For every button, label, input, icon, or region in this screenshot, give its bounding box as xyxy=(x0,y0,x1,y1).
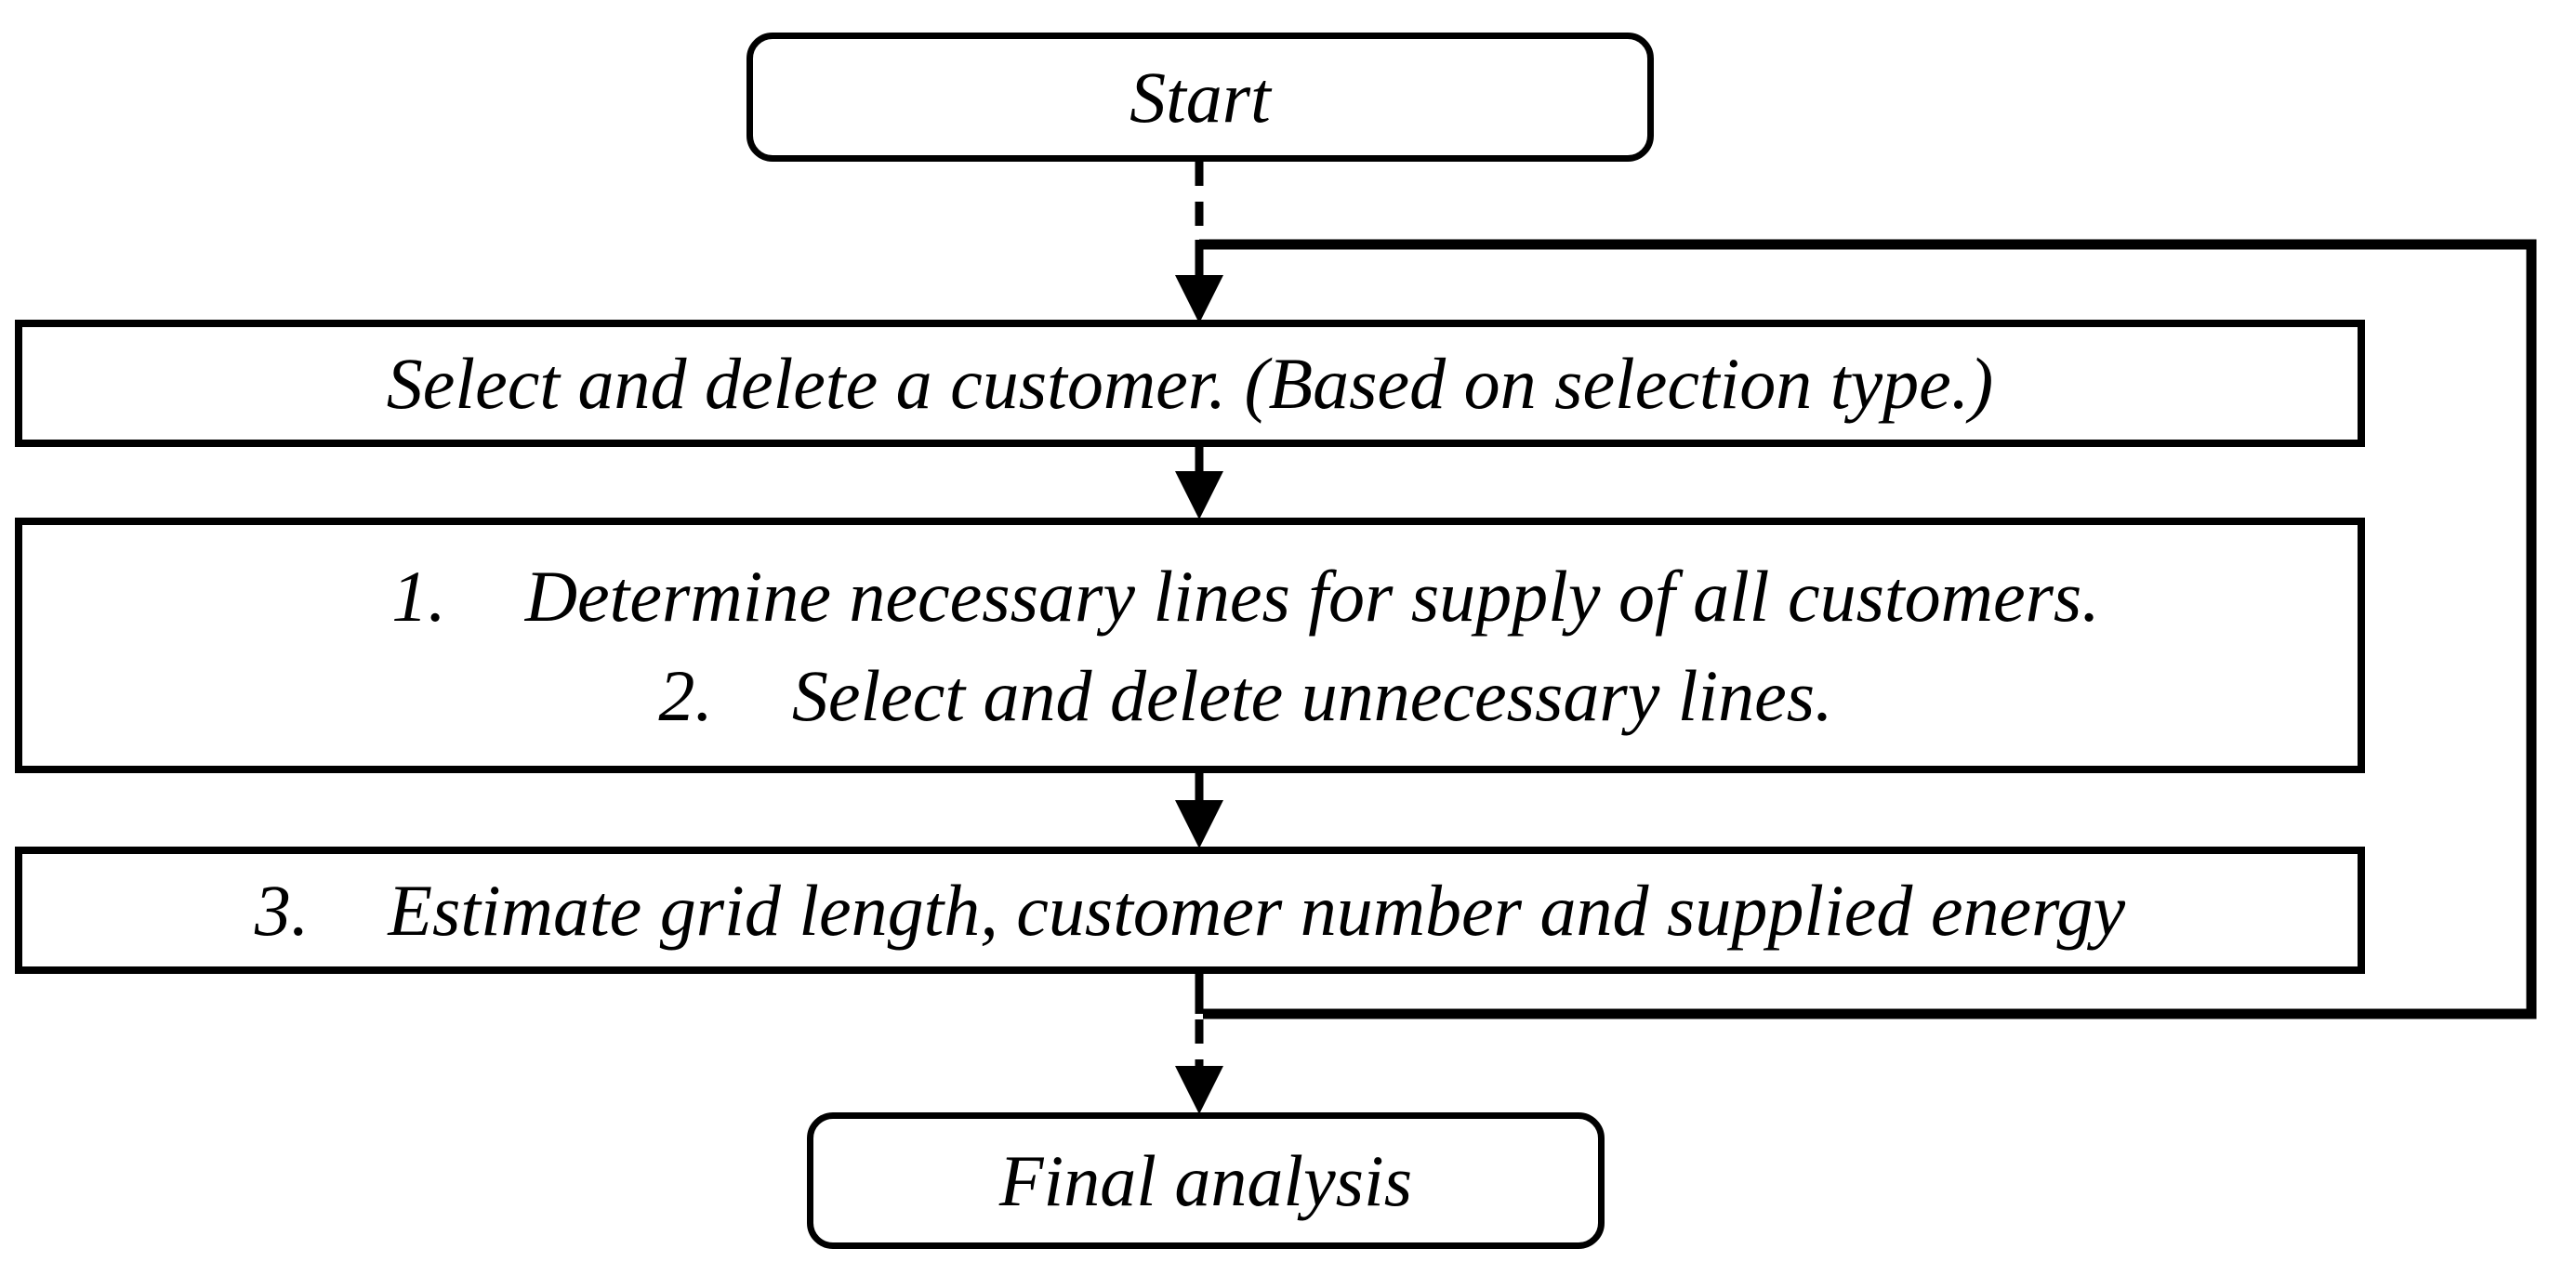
step2-item-2: 2. Select and delete unnecessary lines. xyxy=(658,646,1832,745)
feedback-loop-line xyxy=(1199,239,2537,1019)
arrow-step1-to-step2-head xyxy=(1175,471,1223,519)
step1-label: Select and delete a customer. (Based on … xyxy=(386,342,1994,424)
arrow-start-to-step1-head xyxy=(1175,275,1223,323)
step2-item-2-number: 2. xyxy=(658,654,713,736)
step2-list: 1. Determine necessary lines for supply … xyxy=(391,546,2100,745)
step3-item-text: Estimate grid length, customer number an… xyxy=(388,869,2126,951)
final-label: Final analysis xyxy=(998,1139,1413,1221)
step2-item-1-number: 1. xyxy=(391,555,446,637)
node-final: Final analysis xyxy=(807,1112,1605,1249)
step2-item-2-text: Select and delete unnecessary lines. xyxy=(791,654,1833,736)
step3-item: 3. Estimate grid length, customer number… xyxy=(255,869,2125,953)
node-start: Start xyxy=(746,33,1654,162)
node-step3: 3. Estimate grid length, customer number… xyxy=(15,847,2365,974)
node-step1: Select and delete a customer. (Based on … xyxy=(15,320,2365,447)
step3-item-number: 3. xyxy=(254,869,310,951)
start-label: Start xyxy=(1129,56,1271,138)
step2-item-1-text: Determine necessary lines for supply of … xyxy=(524,555,2100,637)
arrow-step2-to-step3-head xyxy=(1175,800,1223,848)
node-step2: 1. Determine necessary lines for supply … xyxy=(15,518,2365,773)
step2-item-1: 1. Determine necessary lines for supply … xyxy=(391,546,2100,646)
arrow-to-final-head xyxy=(1175,1066,1223,1114)
